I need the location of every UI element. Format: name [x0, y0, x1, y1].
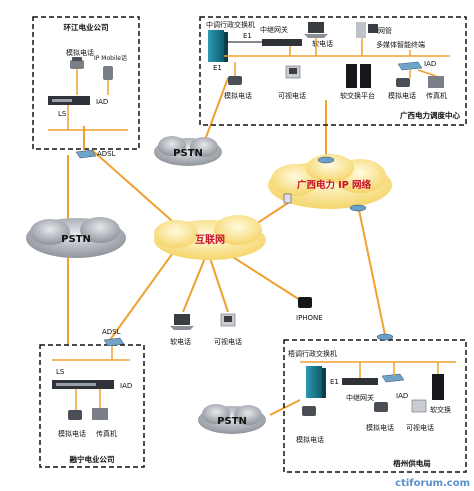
link-internet-videophone	[209, 257, 229, 313]
internet-label: 互联网	[195, 233, 225, 246]
label-ip-phone-huanjiang: IP Mobile话	[94, 54, 127, 62]
region-title-rongning: 融宁电业公司	[70, 454, 115, 464]
label-fax-top-right: 传真机	[426, 91, 447, 100]
ip-phone-icon	[103, 66, 113, 80]
label-e1-top-left: E1	[213, 64, 222, 72]
label-iad-top-right: IAD	[424, 60, 436, 68]
region-title-guangxi-center: 广西电力调度中心	[400, 110, 460, 120]
ip-phone-icon	[298, 297, 312, 308]
bottom-right-group: 梧调行政交换机 E1 中继网关 IAD 软交换 模拟电话 模	[288, 349, 456, 468]
link-pstn-bottomright	[269, 399, 301, 416]
label-soft-switch-bottom: 软交换	[430, 405, 451, 414]
label-analog-phone-bottom: 模拟电话	[366, 423, 394, 432]
region-huanjiang	[32, 16, 140, 150]
label-iphone-mid: IPHONE	[296, 314, 323, 322]
ip-network-label: 广西电力 IP 网络	[297, 179, 372, 191]
link-ip-bottomright	[357, 204, 386, 336]
label-iad-bottom-right: IAD	[396, 392, 408, 400]
label-soft-phone-top: 软电话	[312, 39, 333, 48]
label-analog-phone-huanjiang: 模拟电话	[66, 48, 94, 57]
label-iad-huanjiang: IAD	[96, 98, 108, 106]
link-internet-softphone	[182, 257, 206, 313]
pstn-left-label: PSTN	[61, 234, 91, 245]
label-soft-switch-platform: 软交换平台	[340, 91, 375, 100]
link-adsl2-internet	[109, 249, 176, 341]
iad-device-icon	[381, 373, 405, 383]
rongning-group: LS IAD 模拟电话 传真机 融宁电业公司	[52, 346, 132, 464]
iad-device-icon	[397, 61, 423, 71]
pc-icon	[356, 22, 378, 38]
middle-endpoints: 软电话 可视电话 IPHONE	[170, 297, 323, 346]
analog-phone-icon	[302, 406, 316, 416]
video-phone-icon	[285, 65, 301, 79]
pstn-cloud-bottom: PSTN	[198, 404, 266, 434]
ip-network-cloud: 广西电力 IP 网络	[268, 154, 392, 209]
adsl-modem-icon-top	[75, 149, 97, 159]
region-rongning	[39, 344, 145, 468]
link-lines	[67, 77, 386, 416]
server-icon	[432, 374, 444, 400]
iad-device-icon	[52, 380, 114, 389]
laptop-icon	[170, 314, 194, 330]
server-icon	[346, 64, 371, 88]
label-e1-bottom: E1	[330, 378, 339, 386]
iad-device-icon	[48, 96, 90, 105]
analog-phone-icon	[374, 402, 388, 412]
label-multimedia-terminal: 多媒体智能终端	[376, 40, 425, 49]
region-bottom-right	[283, 339, 467, 473]
analog-phone-icon	[68, 410, 82, 420]
label-video-phone-mid: 可视电话	[214, 337, 242, 346]
pstn-cloud-top: PSTN	[154, 136, 222, 166]
link-pstn-center	[204, 77, 229, 141]
link-internet-iphone	[224, 251, 301, 301]
label-fax-rongning: 传真机	[96, 429, 117, 438]
label-adsl-bottom: ADSL	[102, 328, 121, 336]
label-net-mgmt: 网管	[378, 26, 392, 35]
region-title-bottom-right: 梧州供电局	[393, 458, 431, 468]
label-ls-huanjiang: LS	[58, 110, 67, 118]
label-ls-rongning: LS	[56, 368, 65, 376]
video-phone-icon	[411, 399, 427, 413]
video-phone-icon	[220, 313, 236, 327]
pbx-cabinet-icon	[208, 30, 228, 62]
label-relay-gw-top: 中继网关	[260, 25, 288, 34]
label-analog-phone-bottom2: 模拟电话	[296, 435, 324, 444]
pstn-cloud-left: PSTN	[26, 217, 126, 258]
internet-cloud: 互联网	[154, 215, 266, 260]
region-title-huanjiang: 环江电业公司	[64, 22, 109, 32]
label-analog-phone-top-right: 模拟电话	[388, 91, 416, 100]
link-adsl-internet	[91, 149, 181, 229]
label-e1-top-mid: E1	[243, 32, 252, 40]
huanjiang-group: 环江电业公司 模拟电话 IP Mobile话 IAD LS	[48, 22, 128, 150]
fax-icon	[92, 408, 108, 420]
label-adsl-top: ADSL	[97, 150, 116, 158]
pstn-top-label: PSTN	[173, 148, 203, 159]
label-video-phone-top: 可视电话	[278, 91, 306, 100]
fax-icon	[428, 76, 444, 88]
relay-gateway-icon	[342, 378, 378, 385]
pstn-bottom-label: PSTN	[217, 416, 247, 427]
watermark: ctiforum.com	[395, 478, 470, 489]
label-analog-phone-rongning: 模拟电话	[58, 429, 86, 438]
analog-phone-icon	[228, 76, 242, 85]
label-iad-rongning: IAD	[120, 382, 132, 390]
center-group: 中调行政交换机 E1 E1 中继网关 软电话 网管 多媒体智能终端	[206, 20, 460, 120]
label-dispatch-switch-bottom: 梧调行政交换机	[288, 349, 337, 358]
relay-gateway-icon	[262, 39, 302, 46]
adsl-modem-icon-bottom	[103, 337, 125, 347]
router-icon	[283, 156, 394, 341]
label-dispatch-switch-top: 中调行政交换机	[206, 20, 255, 29]
label-video-phone-bottom: 可视电话	[406, 423, 434, 432]
label-analog-phone-top: 模拟电话	[224, 91, 252, 100]
analog-phone-icon	[396, 78, 410, 87]
pbx-cabinet-icon	[306, 366, 326, 398]
region-guangxi-center	[199, 16, 467, 126]
laptop-icon	[304, 22, 328, 38]
analog-phone-icon	[70, 57, 84, 69]
label-relay-gw-bottom: 中继网关	[346, 393, 374, 402]
label-soft-phone-mid: 软电话	[170, 337, 191, 346]
